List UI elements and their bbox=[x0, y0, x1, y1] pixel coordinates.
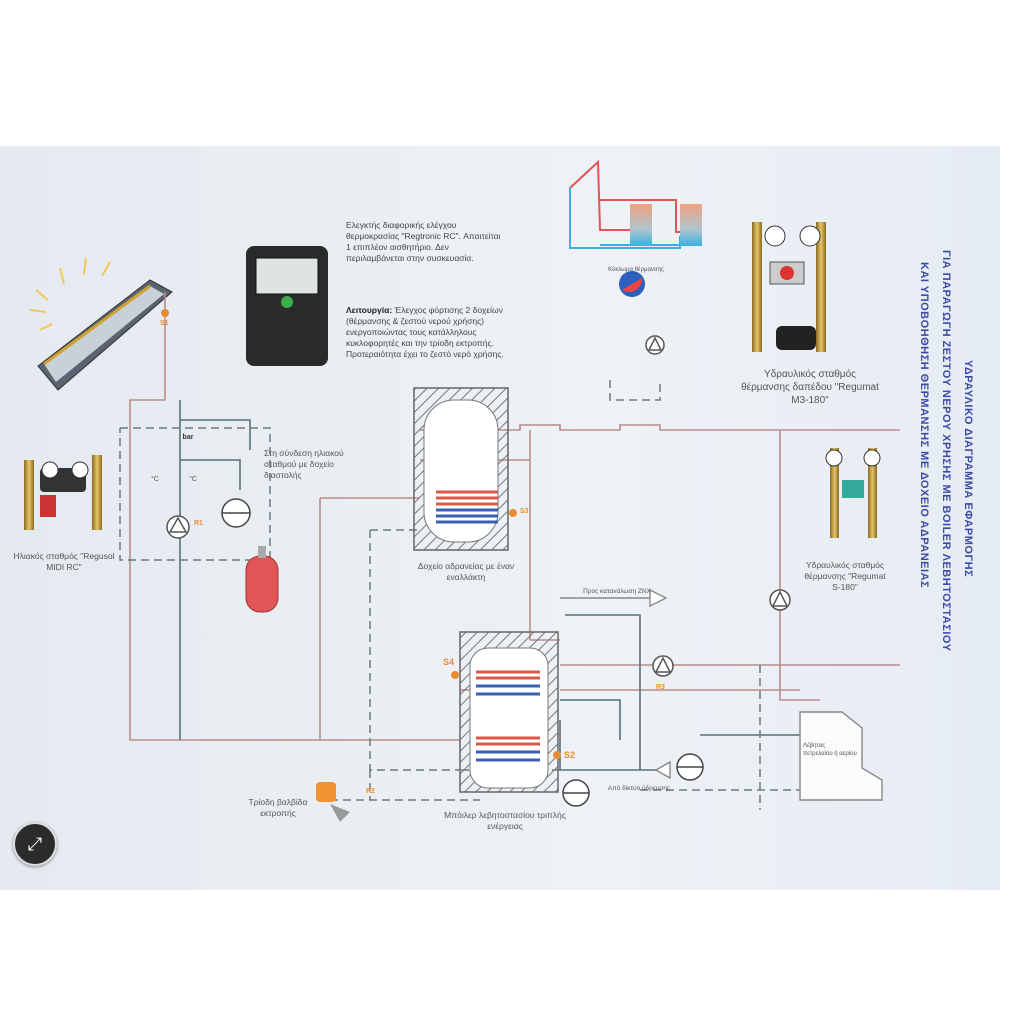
from-mains-label: Από δίκτυο ύδρευσης bbox=[607, 785, 671, 792]
consumption-arrow bbox=[560, 588, 671, 780]
sensor-s4-label: S4 bbox=[443, 657, 455, 667]
floor-station-label: Υδραυλικός σταθμός θέρμανσης δαπέδου "Re… bbox=[741, 369, 879, 406]
solar-collector bbox=[37, 279, 173, 391]
diagram-title-line2: ΓΙΑ ΠΑΡΑΓΩΓΗ ΖΕΣΤΟΥ ΝΕΡΟΥ ΧΡΗΣΗΣ ΜΕ BOIL… bbox=[940, 250, 952, 652]
buffer-tank bbox=[413, 387, 509, 551]
expand-button[interactable]: ⤢ bbox=[13, 822, 57, 866]
expansion-vessel-icon bbox=[221, 498, 704, 807]
controller-function-label: Λειτουργία: bbox=[346, 305, 393, 315]
heating-station-label: Υδραυλικός σταθμός θέρμανσης "Regumat S-… bbox=[804, 560, 886, 592]
sensor-s1-label: S1 bbox=[160, 320, 169, 327]
controller-function-text: Έλεγχος φόρτισης 2 δοχείων (θέρμανσης & … bbox=[346, 305, 504, 359]
valve-r2-label: R2 bbox=[366, 788, 375, 795]
pump-r1-label: R1 bbox=[194, 520, 203, 527]
expand-icon: ⤢ bbox=[27, 834, 43, 854]
regtronic-controller bbox=[246, 246, 328, 366]
red-expansion-tank bbox=[245, 546, 279, 613]
controller-description: Ελεγκτής διαφορικής ελέγχου θερμοκρασίας… bbox=[346, 220, 501, 263]
to-consumption-label: Προς κατανάλωση ΖΝΧ bbox=[583, 588, 651, 595]
floor-heating-station-unit bbox=[752, 222, 826, 352]
buffer-tank-label: Δοχείο αδρανείας με έναν εναλλάκτη bbox=[417, 561, 515, 582]
sun-icon bbox=[29, 257, 111, 331]
heating-station-unit bbox=[825, 448, 881, 538]
temperature-gauge-label-1: °C bbox=[151, 476, 159, 483]
solar-station-unit bbox=[24, 455, 102, 530]
expansion-connection-label: Στη σύνδεση ηλιακού σταθμού με δοχείο δι… bbox=[264, 448, 344, 480]
oil-gas-boiler bbox=[799, 711, 883, 801]
heating-circuit-label: Κύκλωμα θέρμανσης bbox=[608, 267, 664, 273]
sensor-s2-label: S2 bbox=[564, 750, 576, 760]
diverter-valve-icon bbox=[316, 782, 350, 822]
mini-heating-circuit-schematic bbox=[569, 159, 702, 249]
sensor-s3-label: S3 bbox=[520, 508, 529, 515]
pump-icon bbox=[166, 335, 791, 677]
boiler-tank-label: Μπόιλερ λεβητοστασίου τριπλής ενέργειας bbox=[444, 810, 566, 831]
cold-pipes bbox=[179, 400, 800, 771]
sensor-dots bbox=[161, 309, 561, 759]
solar-station-label: Ηλιακός σταθμός "Regusol MIDI RC" bbox=[13, 551, 115, 572]
controller-function: Λειτουργία: Έλεγχος φόρτισης 2 δοχείων (… bbox=[346, 305, 516, 360]
pressure-gauge-label: bar bbox=[182, 434, 194, 441]
diverter-valve-label: Τρίοδη βαλβίδα εκτροπής bbox=[248, 797, 308, 818]
temperature-gauge-label-2: °C bbox=[189, 476, 197, 483]
oil-gas-boiler-label: Λέβητας πετρελαίου ή αερίου bbox=[803, 742, 863, 758]
pump-r3-label: R3 bbox=[656, 684, 665, 691]
mixing-valve-icon bbox=[619, 271, 645, 297]
diagram-title-line1: ΥΔΡΑΥΛΙΚΟ ΔΙΑΓΡΑΜΜΑ ΕΦΑΡΜΟΓΗΣ bbox=[962, 360, 974, 578]
diagram-title-line3: ΚΑΙ ΥΠΟΒΟΗΘΗΣΗ ΘΕΡΜΑΝΣΗΣ ΜΕ ΔΟΧΕΙΟ ΑΔΡΑΝ… bbox=[918, 262, 930, 589]
boiler-tank bbox=[459, 631, 559, 793]
boiler-label-line2: πετρελαίου ή αερίου bbox=[803, 751, 857, 757]
boiler-label-line1: Λέβητας bbox=[803, 743, 826, 749]
